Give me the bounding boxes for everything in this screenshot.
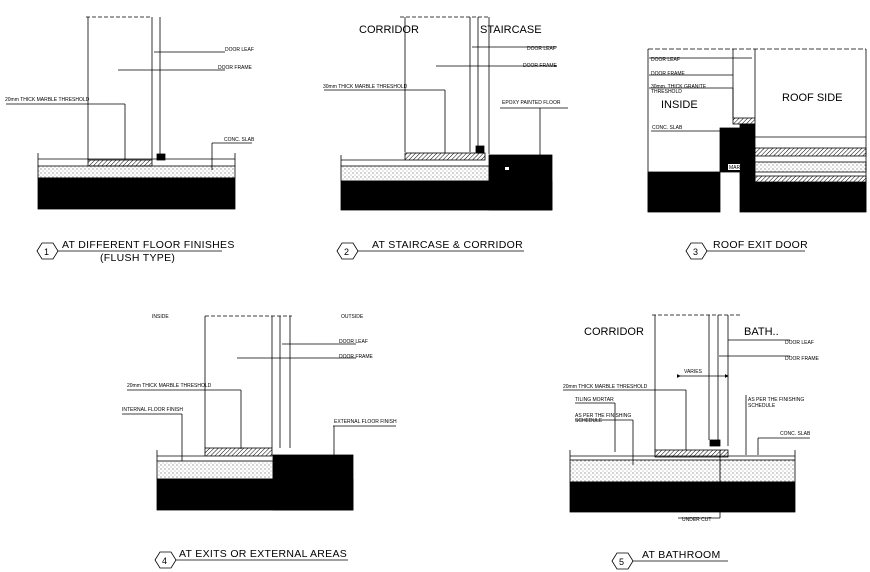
label-tiling: TILING MORTAR [575,397,614,403]
label-threshold: 20mm THICK MARBLE THRESHOLD [127,383,212,389]
label-door-frame: DOOR FRAME [218,65,253,71]
label-finishing-left-1: AS PER THE FINISHING [575,413,631,419]
label-small-tag: MAR. [729,165,742,171]
label-door-leaf: DOOR LEAF [651,57,680,63]
label-outside: OUTSIDE [341,314,364,320]
detail-title: AT STAIRCASE & CORRIDOR [372,239,523,251]
label-finishing-left-2: SCHEDULE [575,418,603,424]
label-bath: BATH.. [744,326,779,338]
label-slab: CONC. SLAB [652,125,683,131]
detail-4-title-marker [154,551,348,569]
label-external-finish: EXTERNAL FLOOR FINISH [334,419,397,425]
label-threshold: 30mm THICK MARBLE THRESHOLD [323,84,408,90]
detail-3-tag-box [728,164,740,170]
detail-title: AT BATHROOM [642,549,721,561]
label-door-leaf: DOOR LEAF [225,47,254,53]
detail-2-title-marker [336,242,524,260]
label-door-frame: DOOR FRAME [785,356,820,362]
label-internal-finish: INTERNAL FLOOR FINISH [122,407,183,413]
label-finishing-right-1: AS PER THE FINISHING [748,397,804,403]
detail-number: 3 [693,247,698,257]
label-granite-1: 30mm. THICK GRANITE [651,84,707,90]
label-door-frame: DOOR FRAME [523,63,558,69]
detail-title: ROOF EXIT DOOR [713,239,808,251]
detail-2 [324,16,568,211]
label-epoxy: EPOXY PAINTED FLOOR [502,100,561,106]
detail-5 [563,314,810,519]
detail-number: 5 [619,557,624,567]
detail-number: 1 [44,247,49,257]
label-slab: CONC. SLAB [224,137,255,143]
detail-5-title-marker [611,552,728,570]
label-door-leaf: DOOR LEAF [785,340,814,346]
detail-1-title-marker [36,242,222,260]
label-finishing-right-2: SCHEDULE [748,403,776,409]
detail-4 [122,315,396,511]
detail-subtitle: (FLUSH TYPE) [100,252,175,264]
label-door-frame: DOOR FRAME [339,354,374,360]
detail-3-title-marker [685,242,805,260]
label-undercut: UNDER CUT [682,517,711,523]
label-varies: VARIES [684,369,703,375]
label-granite-2: THRESHOLD [651,89,682,95]
label-threshold: 20mm THICK MARBLE THRESHOLD [5,97,90,103]
label-inside: INSIDE [152,314,169,320]
detail-3 [647,48,867,213]
detail-number: 2 [344,247,349,257]
label-door-leaf: DOOR LEAF [527,46,556,52]
label-threshold: 20mm THICK MARBLE THRESHOLD [563,384,648,390]
detail-title: AT DIFFERENT FLOOR FINISHES [62,239,235,251]
label-roof-side: ROOF SIDE [782,92,843,104]
label-door-leaf: DOOR LEAF [339,339,368,345]
label-corridor: CORRIDOR [584,326,644,338]
detail-2-tag [505,167,509,170]
label-corridor: CORRIDOR [359,24,419,36]
detail-1 [6,16,252,210]
label-inside: INSIDE [661,99,698,111]
label-slab: CONC. SLAB [780,431,811,437]
detail-title: AT EXITS OR EXTERNAL AREAS [179,548,347,560]
label-door-frame: DOOR FRAME [651,71,686,77]
detail-number: 4 [162,556,167,566]
label-staircase: STAIRCASE [480,24,542,36]
